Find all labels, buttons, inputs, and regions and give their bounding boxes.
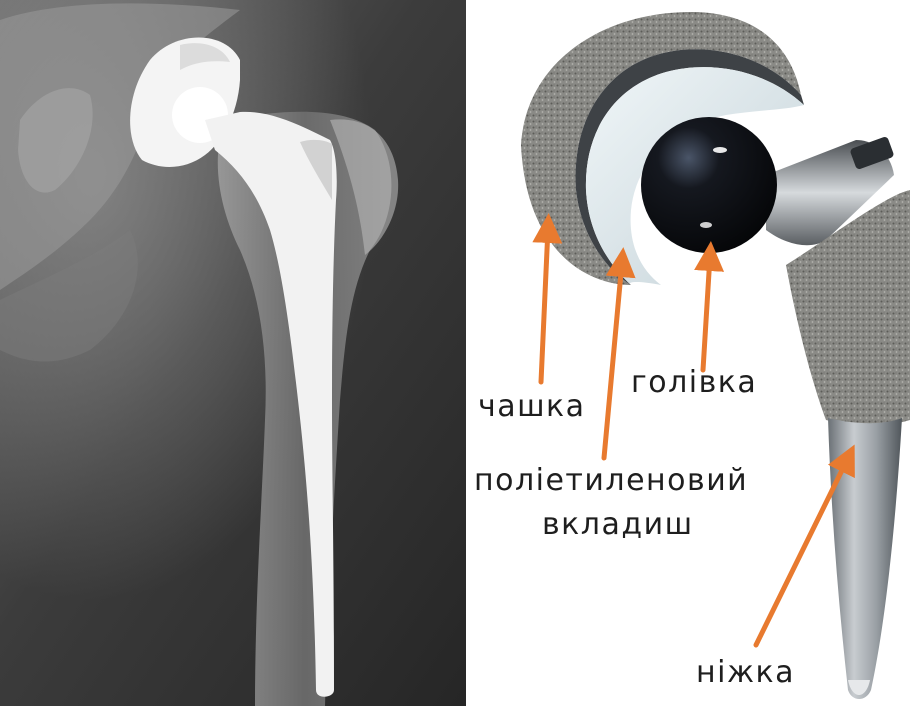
xray-illustration [0, 0, 466, 706]
xray-image [0, 0, 466, 706]
label-liner-line2: вкладиш [542, 510, 694, 540]
femoral-head-ball [641, 117, 777, 253]
label-head: голівка [631, 368, 757, 398]
stem-shaft [828, 418, 902, 699]
prosthesis-diagram: чашка голівка поліетиленовий вкладиш ніж… [466, 0, 910, 706]
label-liner-line1: поліетиленовий [474, 466, 748, 496]
head-highlight-top [713, 147, 727, 153]
arrow-stem [756, 458, 848, 645]
head-highlight-bottom [700, 222, 712, 228]
arrow-cup [541, 228, 548, 382]
prosthesis-illustration [466, 0, 910, 706]
label-cup: чашка [478, 392, 586, 422]
label-stem: ніжка [696, 658, 795, 688]
arrow-head [703, 256, 710, 370]
arrow-liner [604, 262, 622, 458]
